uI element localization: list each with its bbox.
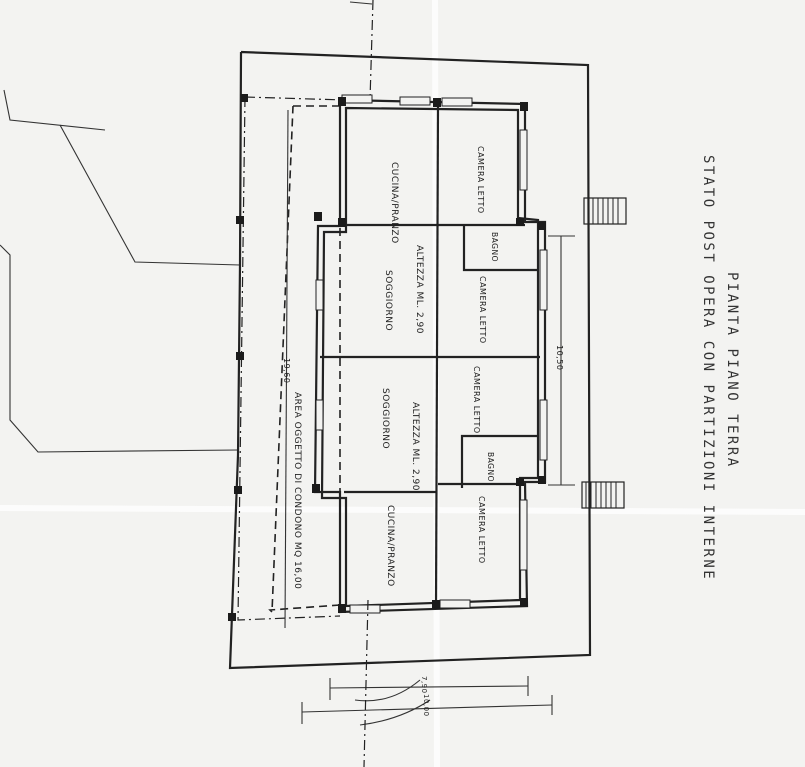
dim-bottom-1-label: 7,90 [420,676,428,694]
room-label-camera-letto-3: CAMERA LETTO [472,366,481,434]
height-label-top: ALTEZZA ML. 2,90 [414,245,424,334]
paper-fold-horizontal [0,505,805,515]
room-label-camera-letto-1: CAMERA LETTO [476,146,485,214]
portico-line-left [237,96,341,621]
dim-right-label: 10,50 [555,345,564,370]
stair-bottom [581,481,625,509]
site-boundary-top [3,89,106,131]
height-label-bottom: ALTEZZA ML. 2,90 [410,402,420,491]
room-label-soggiorno-bottom: SOGGIORNO [380,388,390,449]
dim-bottom-2-label: 10,00 [422,694,430,717]
room-label-bagno-top: BAGNO [490,232,499,262]
room-label-cucina-pranzo-bottom: CUCINA/PRANZO [385,505,395,587]
condono-area-outline [268,105,341,614]
building-walls [313,98,547,614]
drawing-title-line1: PIANTA PIANO TERRA [724,272,740,469]
dimension-lines [284,109,575,767]
axis-tick-top [349,1,373,5]
windows [315,94,548,614]
stair-top [583,197,627,225]
pillars [228,94,546,621]
area-condono-label: AREA OGGETTO DI CONDONO MQ 16,00 [292,392,302,589]
room-label-cucina-pranzo-top: CUCINA/PRANZO [389,162,399,244]
portico-line-top [244,96,346,101]
room-label-camera-letto-4: CAMERA LETTO [477,496,486,564]
room-label-camera-letto-2: CAMERA LETTO [478,276,487,344]
drawing-title-line2: STATO POST OPERA CON PARTIZIONI INTERNE [700,155,716,581]
room-label-bagno-bottom: BAGNO [486,452,495,482]
courtyard-boundary [228,50,592,670]
site-boundary-bottom [0,244,239,453]
dim-length-label: 19,60 [282,358,291,383]
room-label-soggiorno-top: SOGGIORNO [383,270,393,331]
axis-line-top [369,0,374,101]
site-boundary-middle [59,124,241,266]
